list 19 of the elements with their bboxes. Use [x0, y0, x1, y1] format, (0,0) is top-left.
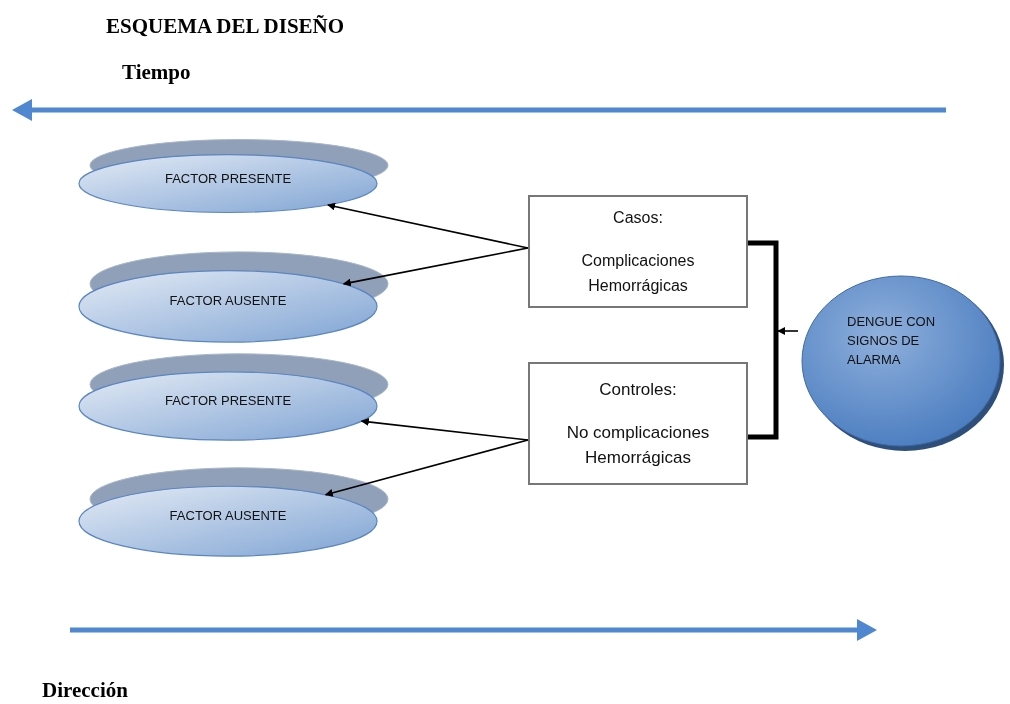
diagram-title: ESQUEMA DEL DISEÑO: [106, 14, 345, 39]
ellipse-label: FACTOR PRESENTE: [164, 170, 292, 186]
arrow: [777, 327, 799, 335]
process-box: [528, 195, 748, 308]
axis-label: Dirección: [42, 678, 128, 703]
axis-label: Tiempo: [122, 60, 191, 85]
arrow: [327, 202, 529, 249]
process-box: [528, 362, 748, 485]
box-heading: Controles:: [598, 379, 678, 401]
arrow: [360, 418, 529, 441]
ellipse-label: FACTOR AUSENTE: [169, 507, 287, 523]
arrow: [342, 247, 529, 287]
ellipse-label: FACTOR AUSENTE: [169, 292, 287, 308]
box-body: Complicaciones Hemorrágicas: [580, 251, 696, 296]
ellipse-label: FACTOR PRESENTE: [164, 392, 292, 408]
box-body: No complicaciones Hemorrágicas: [565, 422, 711, 469]
circle-label: DENGUE CON SIGNOS DE ALARMA: [847, 313, 937, 369]
arrow: [324, 439, 529, 497]
box-heading: Casos:: [612, 208, 664, 228]
